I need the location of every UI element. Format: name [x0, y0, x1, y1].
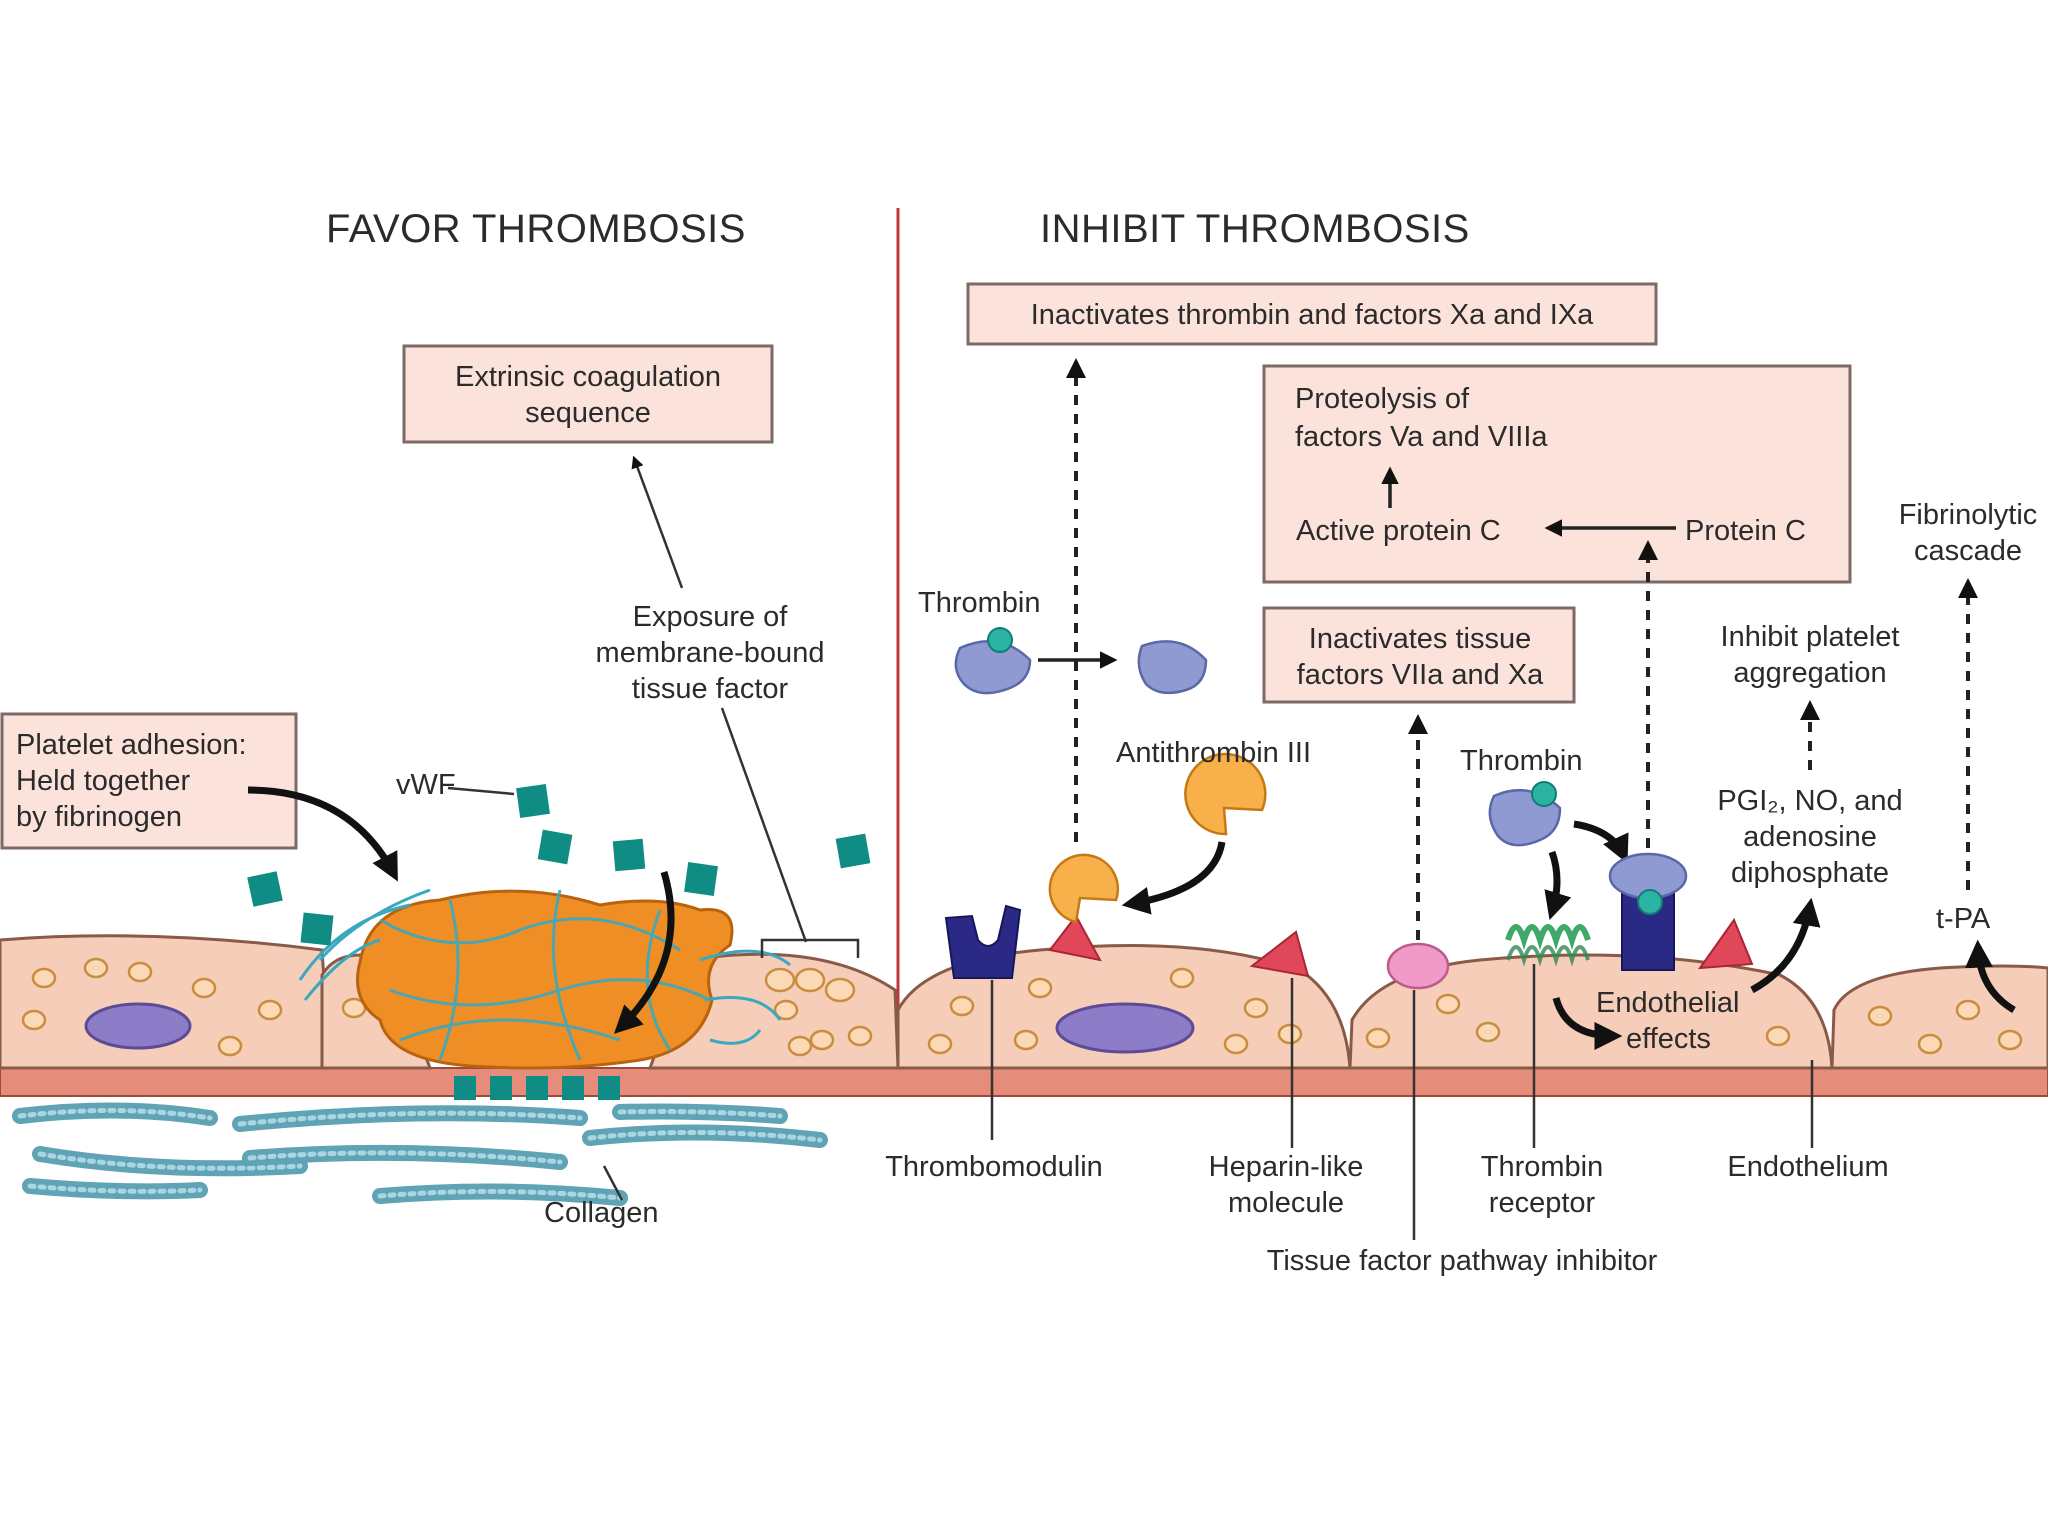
antithrombin-bound	[1048, 853, 1120, 924]
endothelium-label: Endothelium	[1727, 1151, 1888, 1183]
extrinsic-line-2: sequence	[525, 397, 651, 429]
arrow-thrombin-to-thrombomodulin	[1573, 820, 1629, 864]
arrow-exposure-to-extrinsic	[631, 455, 684, 589]
nucleus	[84, 1002, 192, 1050]
arrow-platelet-adhesion	[247, 786, 398, 882]
platelet-line-2: Held together	[16, 765, 190, 797]
exposure-line-3: tissue factor	[632, 673, 789, 705]
collagen-fibers	[12, 1102, 828, 1206]
pgi-line-3: diphosphate	[1731, 857, 1889, 889]
pgi-line-2: adenosine	[1743, 821, 1877, 853]
tissue-factor-site	[760, 938, 860, 1003]
pointer-exposure-to-site	[720, 707, 808, 943]
antithrombin-free	[1184, 752, 1267, 836]
fibrinolytic-line-1: Fibrinolytic	[1899, 499, 2038, 531]
arrow-receptor-to-endothelial-effects	[1552, 996, 1623, 1050]
thrombin-bound-ligand	[987, 627, 1013, 653]
inactivates-tissue-line-2: factors VIIa and Xa	[1297, 659, 1545, 691]
basement-membrane	[0, 1067, 2048, 1097]
heparin-line-1: Heparin-like	[1209, 1151, 1364, 1183]
thrombin-receptor-molecule	[1505, 924, 1591, 951]
inactivated-thrombin	[1137, 640, 1208, 695]
platelet-line-3: by fibrinogen	[16, 801, 182, 833]
exposure-line-2: membrane-bound	[596, 637, 825, 669]
heading-inhibit-thrombosis: INHIBIT THROMBOSIS	[1040, 207, 1470, 251]
arrow-endothelium-to-tpa	[1964, 939, 2016, 1014]
protein-c-label: Protein C	[1685, 515, 1806, 547]
endothelial-effects-line-1: Endothelial	[1596, 987, 1740, 1019]
heparin-line-2: molecule	[1228, 1187, 1344, 1219]
fibrinolytic-line-2: cascade	[1914, 535, 2022, 567]
endothelial-effects-line-2: effects	[1626, 1023, 1711, 1055]
platelet-line-1: Platelet adhesion:	[16, 729, 247, 761]
nucleus	[1055, 1002, 1195, 1054]
inactivates-tissue-box: Inactivates tissue factors VIIa and Xa	[1262, 606, 1576, 704]
collagen-pointer	[602, 1165, 624, 1201]
arrow-antithrombin-binding	[1121, 841, 1226, 915]
heparin-like-molecule	[1249, 930, 1310, 978]
active-protein-c-label: Active protein C	[1296, 515, 1501, 547]
tfpi-molecule	[1386, 942, 1450, 990]
thrombin-top-label: Thrombin	[918, 587, 1041, 619]
arrow-vwf-to-clot	[613, 871, 675, 1034]
heparin-like-molecule	[1048, 914, 1102, 962]
vwf-molecules	[247, 784, 871, 946]
heparin-like-molecule	[1697, 917, 1754, 970]
antithrombin-label: Antithrombin III	[1116, 737, 1311, 769]
tfpi-label: Tissue factor pathway inhibitor	[1267, 1245, 1658, 1277]
arrow-endothelium-to-pgi	[1750, 897, 1821, 994]
thrombomodulin-label: Thrombomodulin	[885, 1151, 1103, 1183]
vwf-pointer	[447, 786, 515, 796]
inhibit-platelet-line-1: Inhibit platelet	[1721, 621, 1900, 653]
thrombin-mid-label: Thrombin	[1460, 745, 1583, 777]
thrombin-bound-ligand	[1531, 781, 1557, 807]
inactivates-tissue-line-1: Inactivates tissue	[1309, 623, 1531, 655]
extrinsic-line-1: Extrinsic coagulation	[455, 361, 721, 393]
inactivates-thrombin-text: Inactivates thrombin and factors Xa and …	[1031, 299, 1594, 331]
thrombin-receptor-line-1: Thrombin	[1481, 1151, 1604, 1183]
collagen-label: Collagen	[544, 1197, 658, 1229]
extrinsic-coagulation-box: Extrinsic coagulation sequence	[402, 344, 774, 444]
arrow-thrombin-to-receptor	[1544, 850, 1572, 921]
thrombomodulin-molecule	[944, 904, 1022, 979]
heading-favor-thrombosis: FAVOR THROMBOSIS	[326, 207, 746, 251]
proteolysis-line-1: Proteolysis of	[1295, 383, 1470, 415]
inactivates-thrombin-box: Inactivates thrombin and factors Xa and …	[966, 282, 1658, 346]
thrombin-receptor-line-2: receptor	[1489, 1187, 1596, 1219]
endothelial-cell	[0, 934, 332, 1070]
cell-granules	[21, 957, 2023, 1057]
thrombomodulin-thrombin-complex	[1621, 891, 1675, 971]
platelet-adhesion-box: Platelet adhesion: Held together by fibr…	[0, 712, 298, 850]
vwf-label: vWF	[396, 769, 456, 801]
proteolysis-line-2: factors Va and VIIIa	[1295, 421, 1548, 453]
endothelial-cell	[1830, 964, 2048, 1070]
protein-c-box: Proteolysis of factors Va and VIIIa Acti…	[1262, 364, 1852, 584]
tpa-label: t-PA	[1936, 903, 1991, 935]
exposure-line-1: Exposure of	[633, 601, 789, 633]
inhibit-platelet-line-2: aggregation	[1733, 657, 1886, 689]
pgi-line-1: PGI₂, NO, and	[1717, 785, 1902, 817]
